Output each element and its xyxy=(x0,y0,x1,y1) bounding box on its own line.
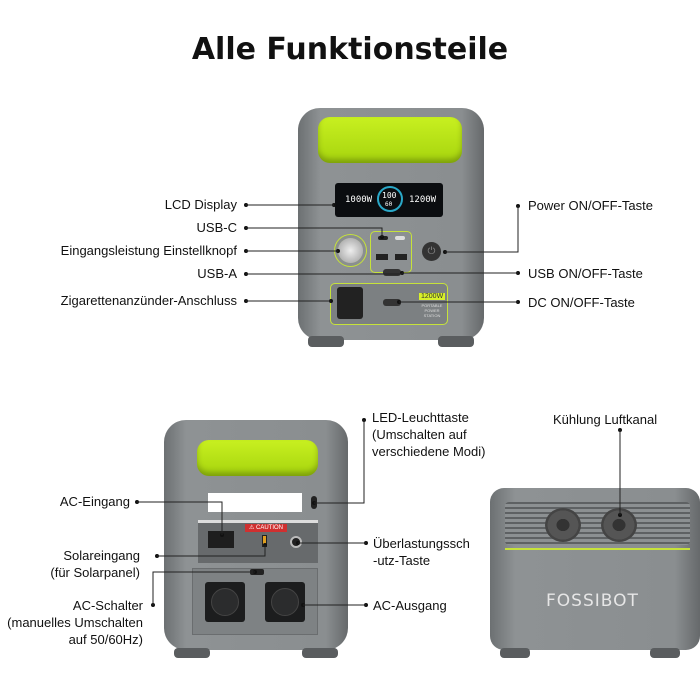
label-line: Überlastungssch xyxy=(373,536,470,551)
cooling-grille xyxy=(505,502,690,545)
label-line: (Umschalten auf xyxy=(372,427,467,442)
ac-input-port[interactable] xyxy=(208,531,234,548)
overload-protection-button[interactable] xyxy=(290,536,302,548)
label-ac-switch: AC-Schalter (manuelles Umschalten auf 50… xyxy=(7,597,143,648)
usb-a-port[interactable] xyxy=(376,254,388,260)
foot xyxy=(174,648,210,658)
fan xyxy=(545,508,581,542)
usb-onoff-button[interactable] xyxy=(383,269,401,276)
ac-output-socket[interactable] xyxy=(205,582,245,622)
foot xyxy=(438,336,474,347)
label-lcd-display: LCD Display xyxy=(164,197,237,212)
label-usb-onoff: USB ON/OFF-Taste xyxy=(528,266,643,281)
power-button[interactable]: ⏻ xyxy=(422,242,441,261)
front-handle xyxy=(318,117,462,163)
label-line: LED-Leuchttaste xyxy=(372,410,469,425)
label-line: -utz-Taste xyxy=(373,553,431,568)
label-overload: Überlastungssch -utz-Taste xyxy=(373,535,470,569)
caution-label: ⚠ CAUTION xyxy=(245,524,287,532)
lcd-input: 1000W xyxy=(345,195,373,205)
foot xyxy=(308,336,344,347)
label-line: (manuelles Umschalten xyxy=(7,615,143,630)
usb-c-port[interactable] xyxy=(395,236,405,240)
label-led-button: LED-Leuchttaste (Umschalten auf verschie… xyxy=(372,409,485,460)
label-line: (für Solarpanel) xyxy=(50,565,140,580)
back-handle xyxy=(197,440,318,476)
label-line: auf 50/60Hz) xyxy=(68,632,143,647)
foot xyxy=(302,648,338,658)
lcd-hz: 60 xyxy=(385,201,393,208)
capacity-badge: 1200W xyxy=(419,293,446,300)
ac-output-socket[interactable] xyxy=(265,582,305,622)
label-ac-input: AC-Eingang xyxy=(59,494,130,509)
input-power-knob[interactable] xyxy=(338,238,363,263)
label-usb-c: USB-C xyxy=(196,220,237,235)
label-input-knob: Eingangsleistung Einstellknopf xyxy=(60,243,237,258)
label-ac-output: AC-Ausgang xyxy=(373,598,447,613)
foot xyxy=(650,648,680,658)
label-area xyxy=(208,493,302,512)
label-line: Solareingang xyxy=(63,548,140,563)
badge-subtitle: PORTABLE POWER STATION xyxy=(421,303,443,318)
label-cigarette-lighter: Zigarettenanzünder-Anschluss xyxy=(60,293,237,308)
lcd-battery: 100 xyxy=(382,191,397,200)
dc-onoff-button[interactable] xyxy=(383,299,401,306)
page-title: Alle Funktionsteile xyxy=(191,32,509,67)
brand-logo: FOSSIBOT xyxy=(546,591,639,611)
lcd-display: 1000W 100 60 1200W xyxy=(335,183,443,217)
label-power-button: Power ON/OFF-Taste xyxy=(528,198,653,213)
usb-a-port[interactable] xyxy=(395,254,407,260)
label-usb-a: USB-A xyxy=(197,266,237,281)
lcd-output: 1200W xyxy=(409,195,437,205)
label-line: verschiedene Modi) xyxy=(372,444,486,459)
label-line: AC-Schalter xyxy=(72,598,143,613)
label-dc-onoff: DC ON/OFF-Taste xyxy=(528,295,635,310)
foot xyxy=(500,648,530,658)
accent-stripe xyxy=(505,548,690,550)
label-solar-input: Solareingang (für Solarpanel) xyxy=(50,547,140,581)
cigarette-lighter-port[interactable] xyxy=(337,287,363,319)
label-cooling: Kühlung Luftkanal xyxy=(553,412,658,427)
